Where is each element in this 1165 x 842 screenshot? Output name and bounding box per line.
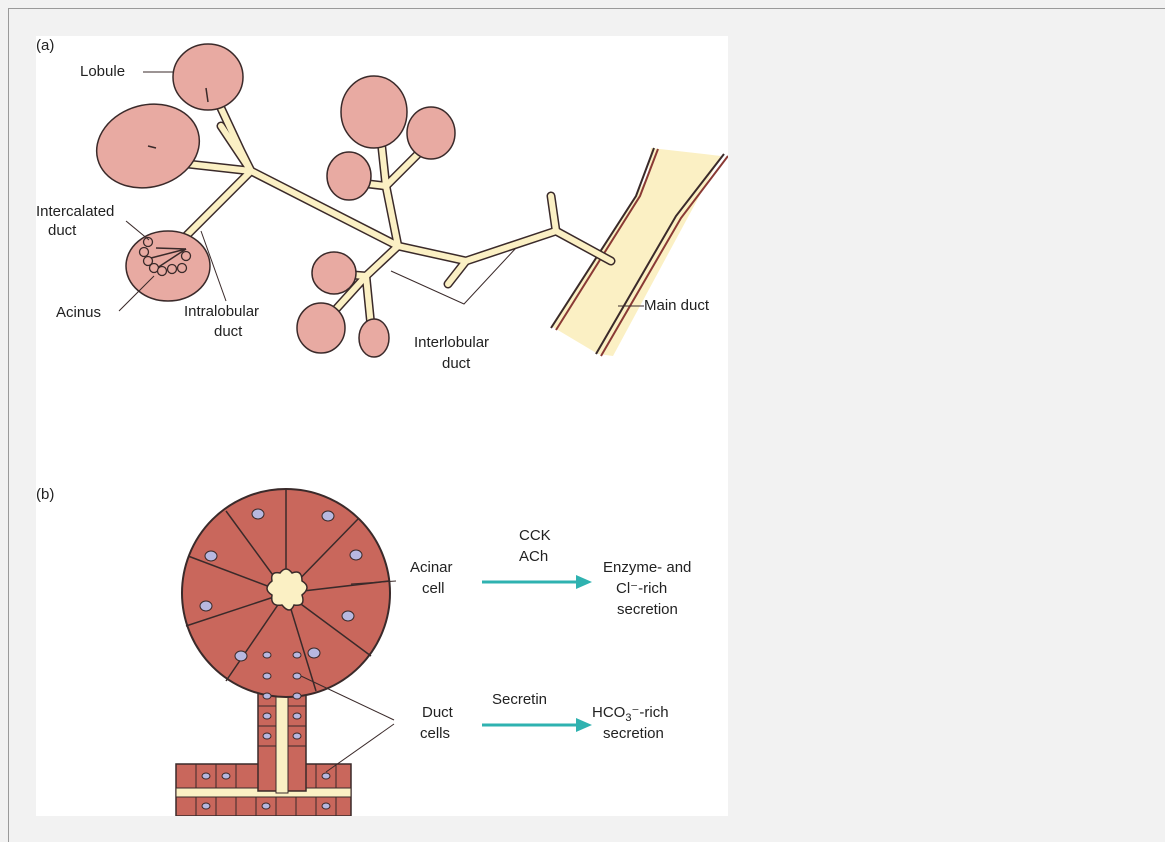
lobule (312, 252, 356, 294)
label-intralobular-1: Intralobular (184, 303, 259, 320)
panel-b-label: (b) (36, 486, 54, 503)
main-duct (551, 148, 728, 356)
leader-intercalated (126, 221, 149, 240)
label-duct-2: cells (420, 725, 450, 742)
label-duct-1: Duct (422, 704, 454, 721)
lobule (297, 303, 345, 353)
label-acinus: Acinus (56, 304, 101, 321)
figure-canvas: (a) (36, 36, 728, 816)
label-result1-3: secretion (617, 601, 678, 618)
lobules (87, 44, 455, 357)
lobule (327, 152, 371, 200)
leader-duct-cells-1 (301, 676, 394, 720)
label-intralobular-2: duct (214, 323, 243, 340)
arrow-duct-secretion (482, 718, 592, 732)
label-result2-2: secretion (603, 725, 664, 742)
lobule (341, 76, 407, 148)
lobule (407, 107, 455, 159)
panel-a-label: (a) (36, 37, 54, 54)
label-interlobular-1: Interlobular (414, 334, 489, 351)
leader-duct-cells-2 (326, 724, 394, 772)
label-stim-cck: CCK (519, 527, 551, 544)
label-lobule: Lobule (80, 63, 125, 80)
label-result1-1: Enzyme- and (603, 559, 691, 576)
label-result2-1: HCO3⁻-rich (592, 704, 669, 724)
label-interlobular-2: duct (442, 355, 471, 372)
label-acinar-1: Acinar (410, 559, 453, 576)
label-result1-2: Cl⁻-rich (616, 580, 667, 597)
label-intercalated-1: Intercalated (36, 203, 114, 220)
label-intercalated-2: duct (48, 222, 77, 239)
acinus-cluster (182, 489, 390, 697)
label-acinar-2: cell (422, 580, 445, 597)
label-main-duct: Main duct (644, 297, 710, 314)
label-stim-ach: ACh (519, 548, 548, 565)
arrow-acinar-secretion (482, 575, 592, 589)
label-stim-secretin: Secretin (492, 691, 547, 708)
pancreas-diagram: (a) (36, 36, 728, 816)
lobule (359, 319, 389, 357)
